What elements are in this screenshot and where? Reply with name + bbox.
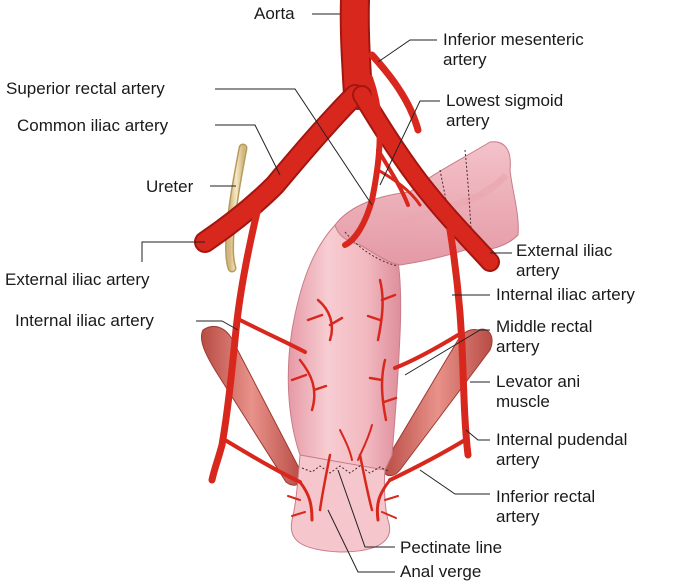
label-internal-iliac-artery-left: Internal iliac artery [15,311,154,331]
label-anal-verge: Anal verge [400,562,481,582]
label-pectinate-line: Pectinate line [400,538,502,558]
label-external-iliac-artery-left: External iliac artery [5,270,150,290]
label-aorta: Aorta [254,4,295,24]
label-ureter: Ureter [146,177,193,197]
label-internal-iliac-artery-right: Internal iliac artery [496,285,635,305]
label-superior-rectal-artery: Superior rectal artery [6,79,165,99]
label-common-iliac-artery: Common iliac artery [17,116,168,136]
